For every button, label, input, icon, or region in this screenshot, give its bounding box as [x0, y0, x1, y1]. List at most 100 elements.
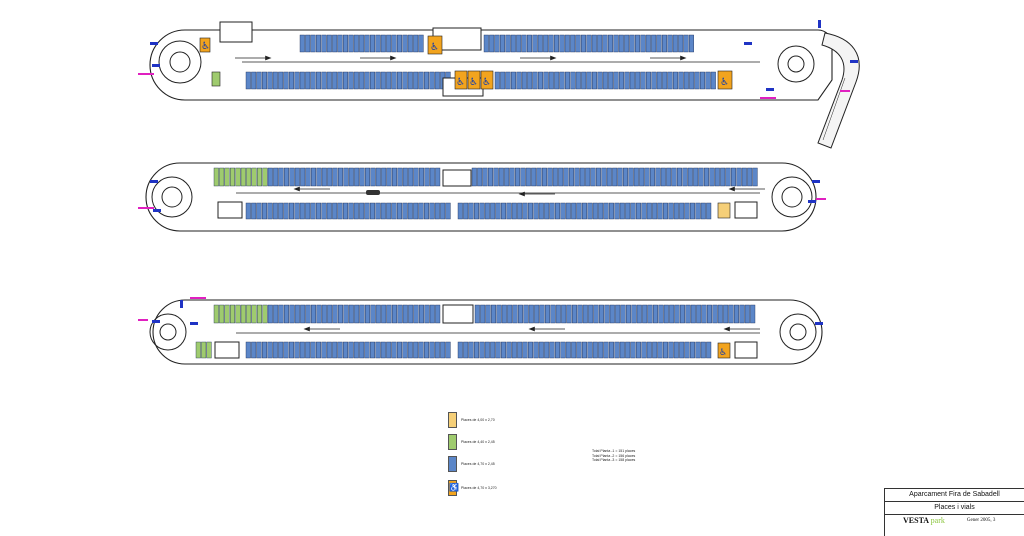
parking-space	[609, 341, 615, 359]
parking-space	[326, 34, 332, 53]
parking-space	[750, 304, 756, 324]
parking-space	[332, 71, 338, 90]
parking-space	[683, 71, 689, 90]
parking-space	[576, 202, 582, 220]
level-1: ♿♿♿♿♿♿	[138, 20, 860, 149]
parking-space	[617, 167, 623, 187]
project-title: Aparcament Fira de Sabadell	[885, 489, 1024, 502]
parking-space	[512, 304, 518, 324]
parking-space	[725, 167, 731, 187]
parking-space	[245, 202, 251, 220]
parking-space	[413, 202, 419, 220]
parking-space	[585, 167, 591, 187]
parking-space	[734, 304, 740, 324]
parking-space	[267, 71, 273, 90]
parking-space	[696, 304, 702, 324]
parking-space	[359, 304, 365, 324]
parking-space	[720, 167, 726, 187]
accessible-space	[454, 70, 468, 90]
parking-space	[353, 202, 359, 220]
parking-space	[516, 34, 522, 53]
parking-space	[646, 71, 652, 90]
parking-space	[673, 202, 679, 220]
parking-space	[457, 341, 463, 359]
parking-space	[267, 202, 273, 220]
parking-space	[294, 304, 300, 324]
parking-space	[505, 34, 511, 53]
parking-space	[407, 71, 413, 90]
parking-space	[739, 304, 745, 324]
parking-space	[402, 341, 408, 359]
legend-swatch-orange: ♿	[448, 480, 459, 496]
svg-text:♿: ♿	[469, 77, 478, 88]
parking-space	[267, 304, 273, 324]
parking-space	[636, 202, 642, 220]
parking-space	[598, 341, 604, 359]
parking-space	[678, 71, 684, 90]
parking-space	[321, 34, 327, 53]
parking-space	[651, 34, 657, 53]
parking-space	[353, 341, 359, 359]
parking-space	[650, 167, 656, 187]
parking-space	[680, 304, 686, 324]
parking-space	[652, 341, 658, 359]
parking-space	[630, 202, 636, 220]
parking-space	[538, 202, 544, 220]
parking-space	[311, 304, 317, 324]
parking-space	[644, 167, 650, 187]
parking-space	[316, 304, 322, 324]
parking-space	[311, 167, 317, 187]
parking-space	[635, 34, 641, 53]
parking-space	[326, 202, 332, 220]
parking-space	[619, 341, 625, 359]
parking-space	[386, 71, 392, 90]
parking-space	[700, 341, 706, 359]
parking-space	[504, 167, 510, 187]
parking-space	[641, 341, 647, 359]
parking-space	[354, 167, 360, 187]
parking-space	[338, 167, 344, 187]
parking-space	[631, 304, 637, 324]
parking-space	[575, 71, 581, 90]
parking-space	[571, 202, 577, 220]
parking-space	[533, 341, 539, 359]
parking-space	[474, 341, 480, 359]
parking-space	[278, 304, 284, 324]
parking-space	[657, 341, 663, 359]
parking-space	[213, 167, 219, 187]
parking-space	[353, 34, 359, 53]
legend-swatch-yellow	[448, 412, 457, 428]
parking-space	[391, 34, 397, 53]
totals: Total Planta -1 = 151 places Total Plant…	[592, 449, 635, 463]
parking-space	[586, 71, 592, 90]
parking-space	[299, 202, 305, 220]
parking-space	[544, 202, 550, 220]
parking-space	[525, 167, 531, 187]
parking-space	[489, 34, 495, 53]
parking-space	[671, 167, 677, 187]
parking-space	[561, 304, 567, 324]
parking-space	[434, 202, 440, 220]
parking-space	[348, 202, 354, 220]
parking-space	[490, 202, 496, 220]
parking-space	[570, 34, 576, 53]
parking-space	[380, 34, 386, 53]
parking-space	[434, 341, 440, 359]
parking-space	[592, 202, 598, 220]
accessible-space	[427, 35, 443, 55]
parking-space	[224, 167, 230, 187]
parking-space	[612, 167, 618, 187]
parking-space	[424, 71, 430, 90]
parking-space	[517, 202, 523, 220]
parking-space	[668, 341, 674, 359]
parking-space	[663, 304, 669, 324]
svg-text:♿: ♿	[456, 77, 465, 88]
parking-space	[380, 341, 386, 359]
parking-space	[262, 167, 268, 187]
parking-space	[656, 34, 662, 53]
parking-space	[245, 341, 251, 359]
parking-space	[630, 341, 636, 359]
parking-space	[391, 202, 397, 220]
parking-space	[257, 167, 263, 187]
parking-space	[299, 71, 305, 90]
